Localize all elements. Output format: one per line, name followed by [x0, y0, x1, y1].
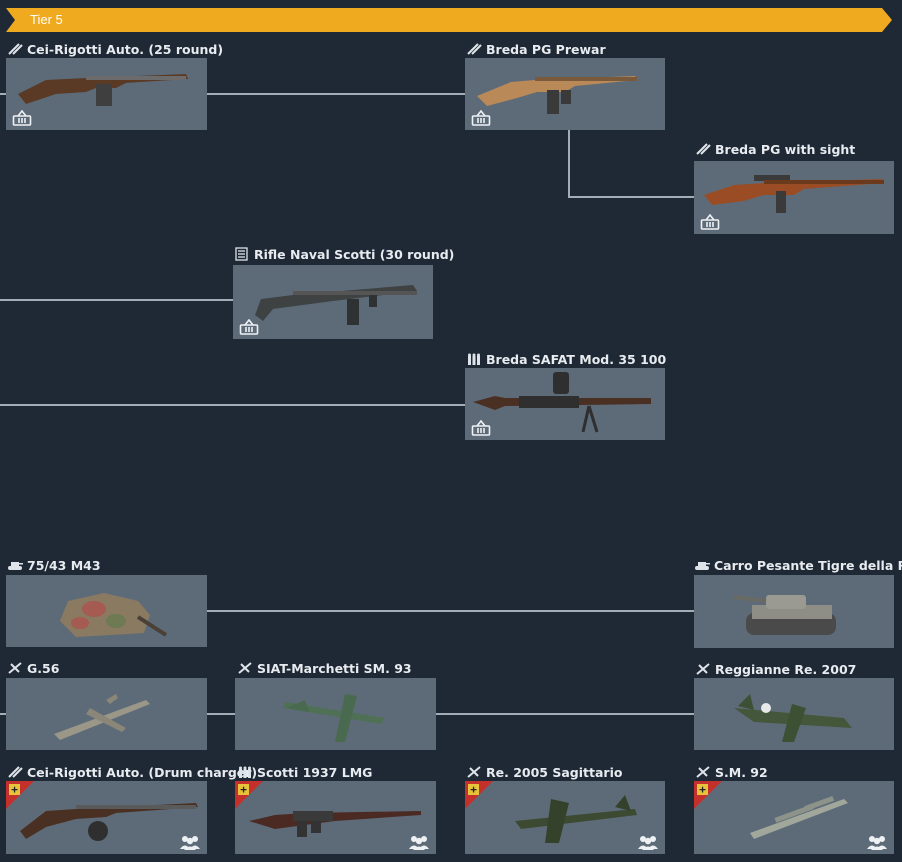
- card-title-text: Breda PG Prewar: [486, 41, 606, 57]
- card-title-text: Breda SAFAT Mod. 35 100: [486, 351, 667, 367]
- card-title-cei-rigotti-drum[interactable]: Cei-Rigotti Auto. (Drum charger): [7, 763, 257, 781]
- basket-icon[interactable]: [700, 214, 720, 230]
- card-cei-rigotti-drum[interactable]: +: [6, 781, 207, 854]
- card-title-text: Cei-Rigotti Auto. (Drum charger): [27, 764, 258, 780]
- card-m43[interactable]: [6, 575, 207, 647]
- card-breda-safat[interactable]: [465, 368, 665, 440]
- card-breda-pg-prewar[interactable]: [465, 58, 665, 130]
- card-title-breda-pg-prewar[interactable]: Breda PG Prewar: [466, 40, 606, 58]
- rifle-icon: [8, 766, 23, 778]
- card-siat-sm93[interactable]: [235, 678, 436, 750]
- card-title-tigre-rsi[interactable]: Carro Pesante Tigre della RSI: [694, 556, 902, 574]
- card-title-text: Scotti 1937 LMG: [257, 764, 373, 780]
- card-title-text: G.56: [27, 660, 60, 676]
- connector-line: [568, 196, 694, 198]
- card-title-text: 75/43 M43: [27, 557, 101, 573]
- card-scotti-1937[interactable]: +: [235, 781, 436, 854]
- list-icon: [235, 247, 248, 261]
- card-title-m43[interactable]: 75/43 M43: [7, 556, 101, 574]
- premium-plus-icon: +: [9, 784, 20, 795]
- card-title-text: Carro Pesante Tigre della RSI: [714, 557, 902, 573]
- card-re2007[interactable]: [694, 678, 894, 750]
- card-title-scotti-1937[interactable]: Scotti 1937 LMG: [237, 763, 372, 781]
- plane-image: [54, 694, 150, 740]
- premium-plus-icon: +: [238, 784, 249, 795]
- squad-icon[interactable]: [179, 834, 201, 850]
- card-title-re2007[interactable]: Reggianne Re. 2007: [695, 660, 856, 678]
- tank-icon: [8, 562, 23, 570]
- rifle-image: [20, 803, 198, 841]
- card-rifle-naval-scotti[interactable]: [233, 265, 433, 339]
- mg-image: [473, 372, 651, 433]
- ammo-icon: [468, 353, 480, 365]
- plane-image: [283, 694, 385, 742]
- plane-image: [734, 694, 852, 742]
- tier-label: Tier 5: [30, 12, 63, 27]
- plane-icon: [8, 662, 22, 674]
- card-title-breda-pg-sight[interactable]: Breda PG with sight: [695, 140, 855, 158]
- squad-icon[interactable]: [866, 834, 888, 850]
- card-title-text: S.M. 92: [715, 764, 768, 780]
- card-title-siat-sm93[interactable]: SIAT-Marchetti SM. 93: [237, 659, 412, 677]
- card-title-re2005[interactable]: Re. 2005 Sagittario: [466, 763, 622, 781]
- card-cei-rigotti-25[interactable]: [6, 58, 207, 130]
- card-title-text: SIAT-Marchetti SM. 93: [257, 660, 412, 676]
- card-title-sm92[interactable]: S.M. 92: [695, 763, 768, 781]
- card-breda-pg-sight[interactable]: [694, 161, 894, 234]
- connector-line: [207, 93, 465, 95]
- basket-icon[interactable]: [12, 110, 32, 126]
- connector-line: [0, 713, 6, 715]
- connector-line: [0, 93, 6, 95]
- connector-line: [568, 130, 570, 197]
- card-title-text: Cei-Rigotti Auto. (25 round): [27, 41, 224, 57]
- tank-icon: [695, 562, 710, 570]
- premium-plus-icon: +: [697, 784, 708, 795]
- rifle-icon: [467, 43, 482, 55]
- plane-image: [515, 795, 637, 843]
- rifle-image: [704, 175, 884, 213]
- card-tigre-rsi[interactable]: [694, 575, 894, 648]
- plane-icon: [467, 766, 481, 778]
- basket-icon[interactable]: [471, 420, 491, 436]
- basket-icon[interactable]: [239, 319, 259, 335]
- tier-banner: Tier 5: [6, 8, 892, 32]
- card-g56[interactable]: [6, 678, 207, 750]
- squad-icon[interactable]: [408, 834, 430, 850]
- rifle-icon: [696, 143, 711, 155]
- rifle-image: [18, 74, 188, 106]
- connector-line: [0, 404, 465, 406]
- card-re2005[interactable]: +: [465, 781, 665, 854]
- card-sm92[interactable]: +: [694, 781, 894, 854]
- mg-image: [249, 811, 421, 837]
- connector-line: [436, 713, 694, 715]
- ammo-icon: [239, 766, 251, 778]
- connector-line: [207, 610, 694, 612]
- basket-icon[interactable]: [471, 110, 491, 126]
- card-title-rifle-naval-scotti[interactable]: Rifle Naval Scotti (30 round): [234, 245, 454, 263]
- plane-icon: [696, 766, 710, 778]
- plane-icon: [696, 663, 710, 675]
- squad-icon[interactable]: [637, 834, 659, 850]
- card-title-text: Reggianne Re. 2007: [715, 661, 857, 677]
- card-title-cei-rigotti-25[interactable]: Cei-Rigotti Auto. (25 round): [7, 40, 223, 58]
- tank-image: [733, 595, 836, 635]
- card-title-text: Re. 2005 Sagittario: [486, 764, 623, 780]
- card-title-g56[interactable]: G.56: [7, 659, 59, 677]
- connector-line: [0, 299, 233, 301]
- tank-image: [60, 593, 168, 637]
- rifle-icon: [8, 43, 23, 55]
- card-title-breda-safat[interactable]: Breda SAFAT Mod. 35 100: [466, 350, 666, 368]
- connector-line: [207, 713, 235, 715]
- card-title-text: Rifle Naval Scotti (30 round): [254, 246, 455, 262]
- card-title-text: Breda PG with sight: [715, 141, 856, 157]
- rifle-image: [477, 76, 637, 114]
- premium-plus-icon: +: [468, 784, 479, 795]
- plane-image: [750, 795, 848, 839]
- smg-image: [255, 285, 417, 325]
- plane-icon: [238, 662, 252, 674]
